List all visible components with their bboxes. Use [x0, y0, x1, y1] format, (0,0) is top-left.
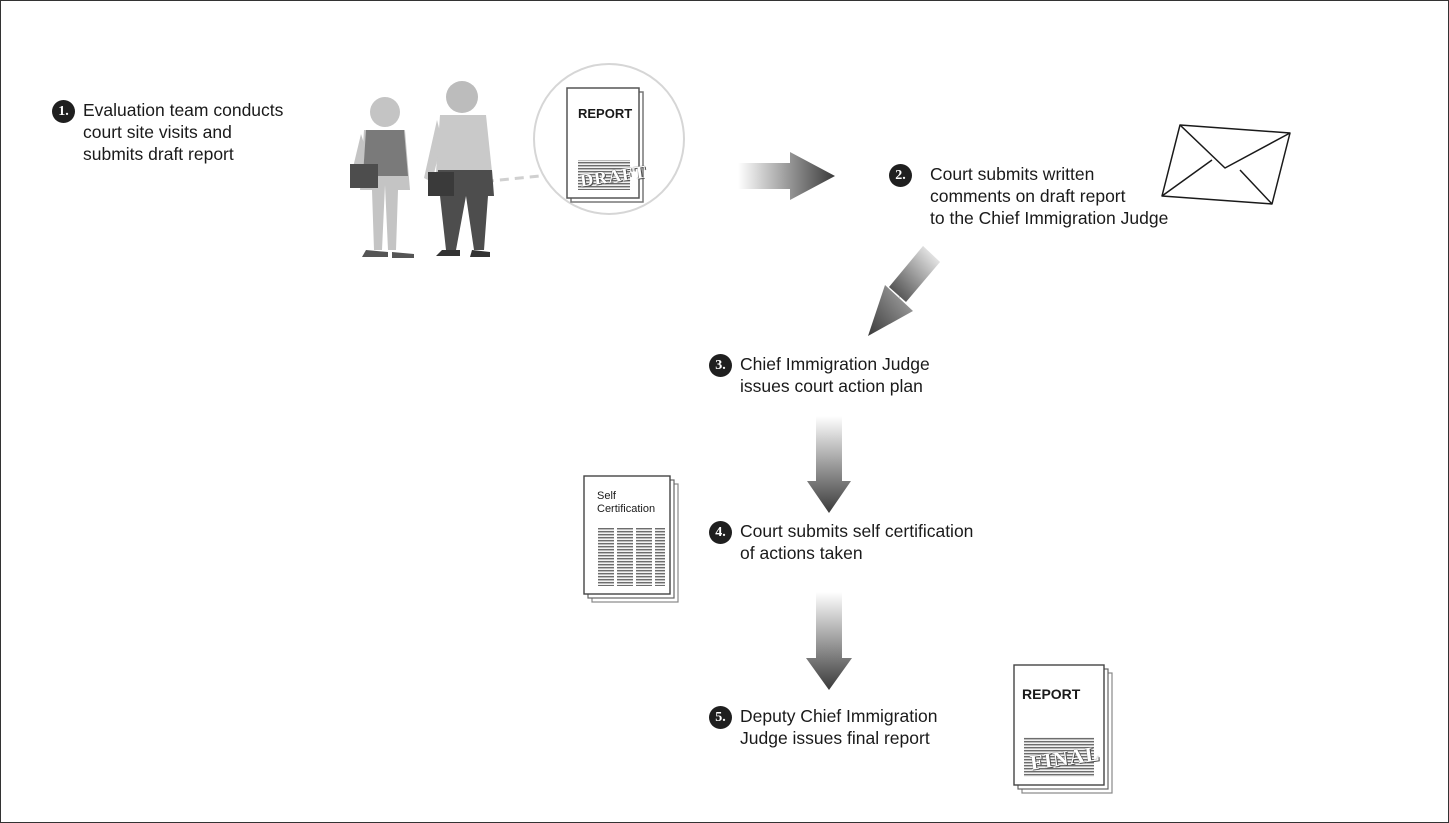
draft-report-illustration [533, 63, 685, 215]
step-3-line-1: Chief Immigration Judge [740, 354, 930, 374]
step-2-line-2: comments on draft report [930, 186, 1126, 206]
step-2-line-1: Court submits written [930, 164, 1095, 184]
final-report-document [1013, 664, 1113, 794]
self-certification-line2: Certification [597, 503, 656, 515]
step-1-line-1: Evaluation team conducts [83, 100, 284, 120]
step-1-line-3: submits draft report [83, 144, 234, 164]
step-number-badge: 4. [709, 521, 732, 544]
step-4-line-2: of actions taken [740, 543, 863, 563]
draft-report-title: REPORT [578, 106, 633, 121]
envelope-icon [1161, 124, 1291, 205]
arrow-step3-to-step4 [807, 416, 851, 513]
step-1-line-2: court site visits and [83, 122, 232, 142]
step-4-line-1: Court submits self certification [740, 521, 974, 541]
step-number-badge: 2. [889, 164, 912, 187]
team-member-right [424, 81, 494, 257]
step-5-line-1: Deputy Chief Immigration [740, 706, 938, 726]
step-number-badge: 3. [709, 354, 732, 377]
self-certification-document [583, 475, 679, 603]
step-5-line-2: Judge issues final report [740, 728, 930, 748]
step-3-line-2: issues court action plan [740, 376, 923, 396]
evaluation-team-illustration [350, 81, 541, 258]
self-certification-line1: Self [597, 490, 616, 502]
arrow-step4-to-step5 [806, 592, 852, 690]
step-number-badge: 1. [52, 100, 75, 123]
step-number-badge: 5. [709, 706, 732, 729]
final-report-title: REPORT [1022, 686, 1081, 702]
step-2-line-3: to the Chief Immigration Judge [930, 208, 1169, 228]
arrow-step1-to-step2 [738, 152, 835, 200]
